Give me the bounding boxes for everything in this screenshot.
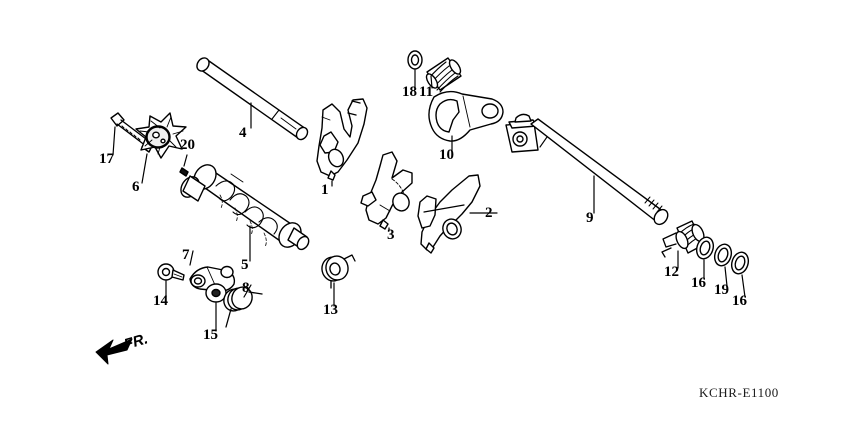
part-8-stopper-arm-spring xyxy=(223,286,263,328)
callout-20: 20 xyxy=(180,137,195,153)
part-11-shift-arm-coil-spring xyxy=(425,57,462,93)
callout-3: 3 xyxy=(387,227,395,243)
part-10-gearshift-arm-plate xyxy=(428,90,504,142)
drawing-number: KCHR-E1100 xyxy=(699,385,779,400)
part-18-shift-arm-collar xyxy=(407,50,423,70)
callout-16-inner: 16 xyxy=(691,275,706,291)
part-6-shift-drum-cam-plate xyxy=(135,112,187,159)
part-2-shift-fork-right xyxy=(417,174,481,254)
part-3-shift-fork-left xyxy=(360,151,413,230)
part-7-drum-stopper-arm xyxy=(189,265,236,292)
callout-14: 14 xyxy=(153,293,168,309)
callout-18: 18 xyxy=(402,84,417,100)
part-9-gearshift-spindle xyxy=(505,113,669,226)
callout-11: 11 xyxy=(419,84,434,100)
callout-10: 10 xyxy=(439,147,454,163)
callout-16-outer: 16 xyxy=(732,293,747,309)
callout-12: 12 xyxy=(664,264,679,280)
callout-1: 1 xyxy=(321,182,329,198)
fr-direction-arrow xyxy=(95,338,133,365)
callout-17: 17 xyxy=(99,151,114,167)
part-4-shift-fork-shaft xyxy=(196,57,309,141)
part-15-stopper-arm-washer xyxy=(205,283,227,303)
part-5-gearshift-drum xyxy=(180,164,310,251)
part-16-spindle-washer-inner xyxy=(695,236,715,260)
part-12-spindle-return-spring xyxy=(661,220,705,258)
part-1-shift-fork-center xyxy=(316,98,368,181)
part-19-spindle-oil-seal xyxy=(713,243,733,267)
part-14-stopper-arm-bolt xyxy=(157,263,185,281)
part-13-shift-arm-spring xyxy=(321,254,356,289)
callout-leader-lines xyxy=(112,69,746,332)
callout-7: 7 xyxy=(182,247,190,263)
callout-19: 19 xyxy=(714,282,729,298)
callout-9: 9 xyxy=(586,210,594,226)
callout-13: 13 xyxy=(323,302,338,318)
callout-6: 6 xyxy=(132,179,140,195)
callout-5: 5 xyxy=(241,257,249,273)
callout-2: 2 xyxy=(485,205,493,221)
part-20-cam-plate-dowel-pin xyxy=(179,167,189,177)
part-16-spindle-washer-outer xyxy=(730,251,750,275)
callout-4: 4 xyxy=(239,125,247,141)
callout-8: 8 xyxy=(242,280,250,296)
callout-15: 15 xyxy=(203,327,218,343)
